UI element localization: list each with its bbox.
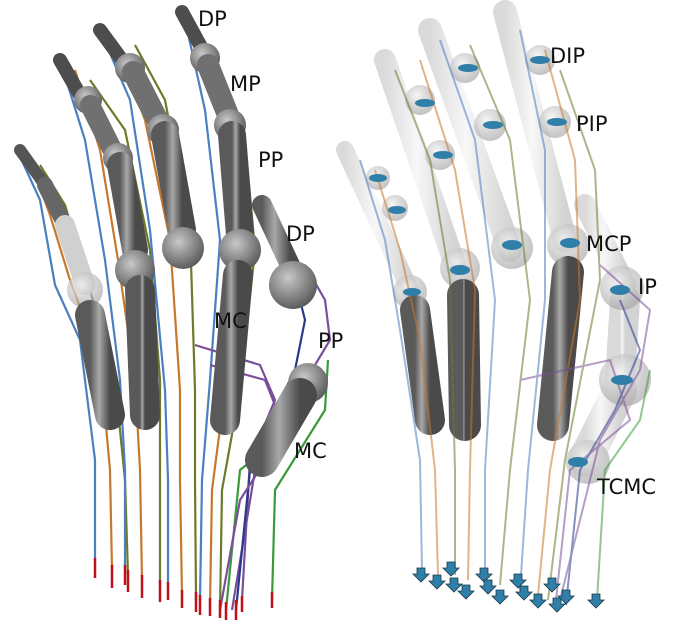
right-origin-arrows bbox=[413, 562, 604, 612]
origin-arrow-icon bbox=[492, 590, 508, 604]
joint-axis-marker bbox=[458, 64, 478, 72]
bone-segment bbox=[165, 135, 182, 230]
bone-metacarpal bbox=[553, 272, 568, 425]
label-mc-thumb: MC bbox=[294, 439, 327, 463]
label-pip: PIP bbox=[576, 112, 608, 136]
joint-axis-marker bbox=[611, 375, 633, 385]
joint-axis-marker bbox=[450, 265, 470, 275]
bone-metacarpal bbox=[463, 295, 465, 425]
label-pp-thumb: PP bbox=[318, 329, 343, 353]
origin-arrow-icon bbox=[446, 578, 462, 592]
joint-axis-marker bbox=[433, 151, 453, 159]
joint-axis-marker bbox=[560, 238, 580, 248]
bone-metacarpal bbox=[225, 275, 238, 420]
bone-segment bbox=[120, 165, 135, 250]
origin-arrow-icon bbox=[443, 562, 459, 576]
joint-axis-marker bbox=[610, 285, 630, 295]
left-little-finger bbox=[20, 150, 110, 415]
bone-metacarpal bbox=[140, 290, 145, 415]
left-hand-model: DP MP PP DP MC PP MC bbox=[18, 7, 343, 620]
right-hand-model: DIP PIP MCP IP TCMC bbox=[345, 12, 657, 612]
bone-metacarpal bbox=[90, 315, 110, 415]
bone-segment bbox=[100, 30, 122, 60]
joint-axis-marker bbox=[547, 118, 567, 126]
origin-arrow-icon bbox=[429, 575, 445, 589]
label-ip: IP bbox=[638, 275, 657, 299]
origin-arrow-icon bbox=[458, 585, 474, 599]
label-mcp: MCP bbox=[586, 232, 631, 256]
joint-axis-marker bbox=[403, 288, 421, 296]
origin-arrow-icon bbox=[413, 568, 429, 582]
joint-axis-marker bbox=[502, 240, 522, 250]
origin-arrow-icon bbox=[588, 594, 604, 608]
label-dp: DP bbox=[198, 7, 227, 31]
label-dip: DIP bbox=[550, 44, 585, 68]
label-mp: MP bbox=[230, 72, 261, 96]
bone-segment bbox=[208, 65, 228, 115]
bone-segment bbox=[60, 60, 80, 95]
bone-segment bbox=[232, 135, 240, 235]
label-mc: MC bbox=[214, 309, 247, 333]
label-dp-thumb: DP bbox=[286, 222, 315, 246]
joint-axis-marker bbox=[415, 99, 435, 107]
joint-axis-marker bbox=[568, 457, 588, 467]
label-tcmc: TCMC bbox=[596, 475, 656, 499]
origin-arrow-icon bbox=[530, 594, 546, 608]
joint-axis-marker bbox=[530, 56, 550, 64]
left-origin-markers bbox=[95, 558, 272, 620]
joint-axis-marker bbox=[483, 121, 503, 129]
joint-axis-marker bbox=[388, 206, 406, 214]
joint-axis-marker bbox=[369, 174, 387, 182]
origin-arrow-icon bbox=[480, 580, 496, 594]
label-pp: PP bbox=[258, 148, 283, 172]
